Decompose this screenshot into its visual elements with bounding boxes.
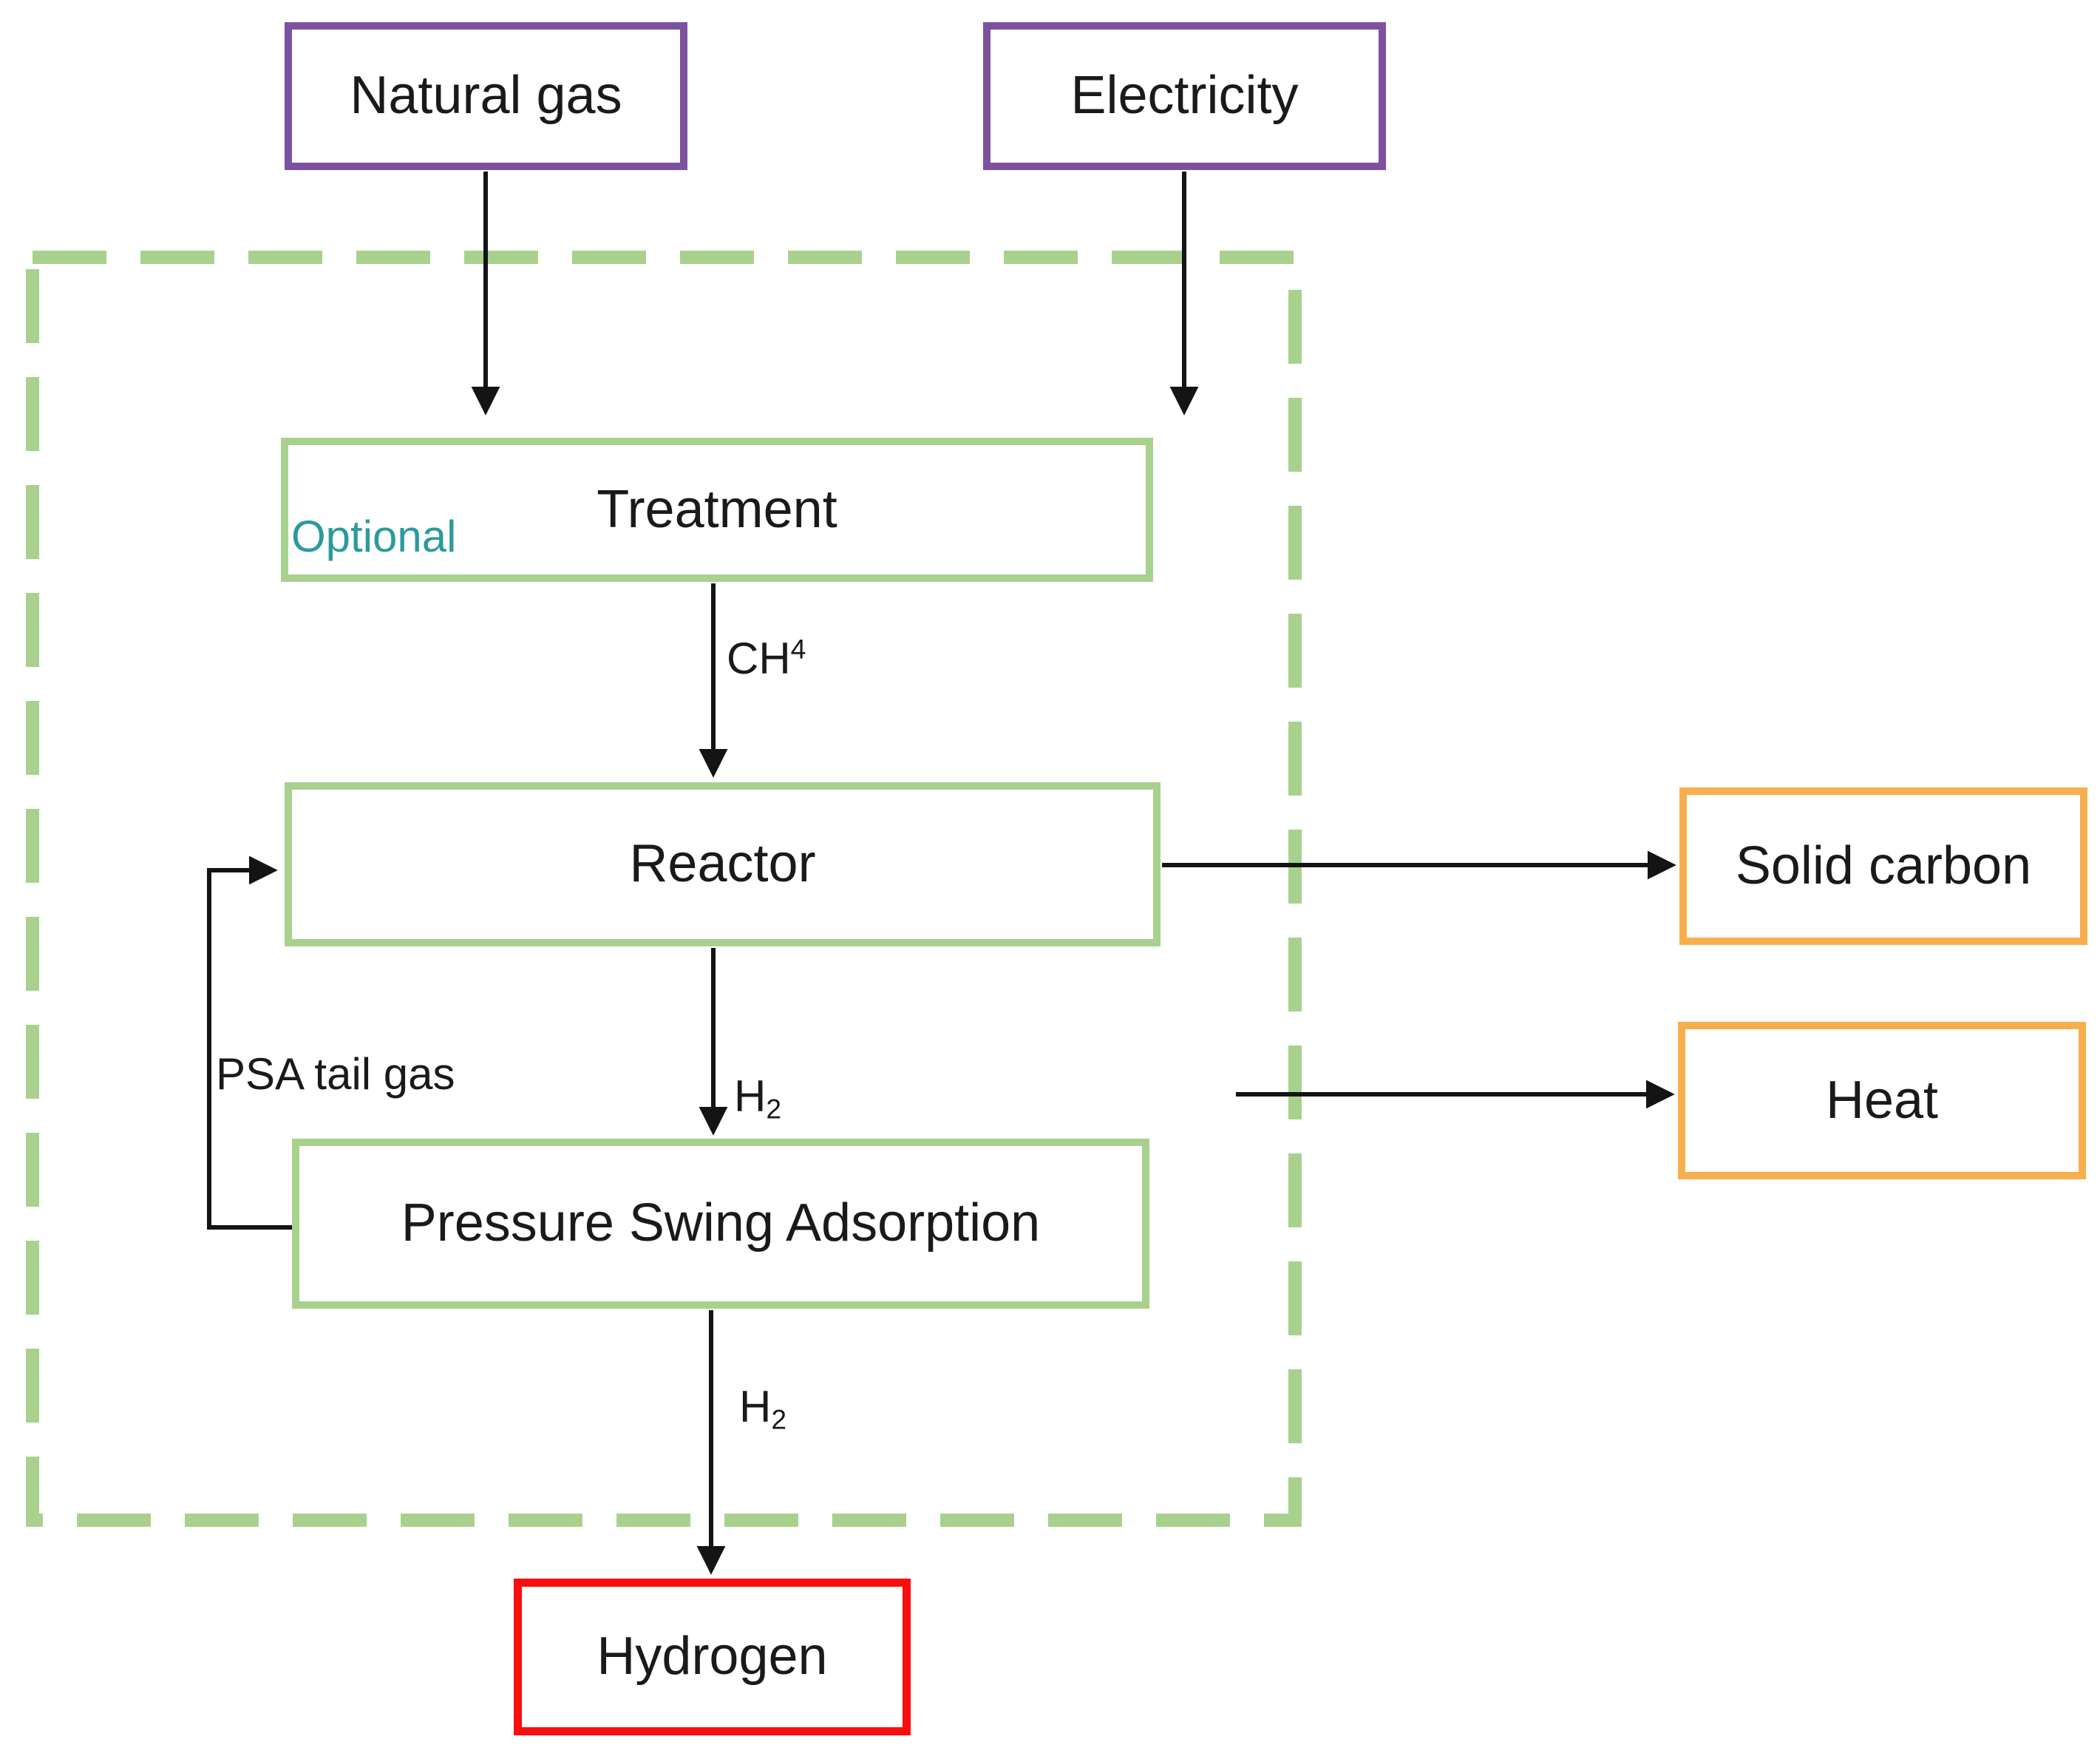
psa-tail-gas-edge-label: PSA tail gas [216, 1049, 455, 1099]
solid-carbon-label: Solid carbon [1735, 836, 2032, 895]
treatment-box: Treatment Optional [281, 438, 1153, 582]
psa-tail-gas-loop-arrow [207, 855, 296, 1230]
reactor-box: Reactor [285, 782, 1161, 946]
heat-box: Heat [1678, 1022, 2086, 1179]
heat-label: Heat [1825, 1070, 1939, 1130]
reactor-label: Reactor [629, 834, 816, 894]
h2-reactor-psa-edge-label: H2 [734, 1071, 782, 1125]
h2-psa-hydrogen-edge-label: H2 [739, 1382, 787, 1435]
natural-gas-label: Natural gas [350, 66, 622, 126]
electricity-label: Electricity [1070, 66, 1299, 126]
hydrogen-box: Hydrogen [514, 1579, 911, 1735]
optional-tag: Optional [291, 512, 457, 561]
treatment-label: Treatment [597, 479, 837, 539]
psa-label: Pressure Swing Adsorption [401, 1193, 1041, 1253]
system-boundary-dashed-box [26, 251, 1302, 1527]
solid-carbon-box: Solid carbon [1679, 787, 2087, 945]
natural-gas-box: Natural gas [285, 22, 687, 170]
electricity-box: Electricity [983, 22, 1386, 170]
ch4-edge-label: CH4 [727, 633, 806, 683]
hydrogen-label: Hydrogen [597, 1627, 828, 1687]
pressure-swing-adsorption-box: Pressure Swing Adsorption [292, 1139, 1149, 1309]
